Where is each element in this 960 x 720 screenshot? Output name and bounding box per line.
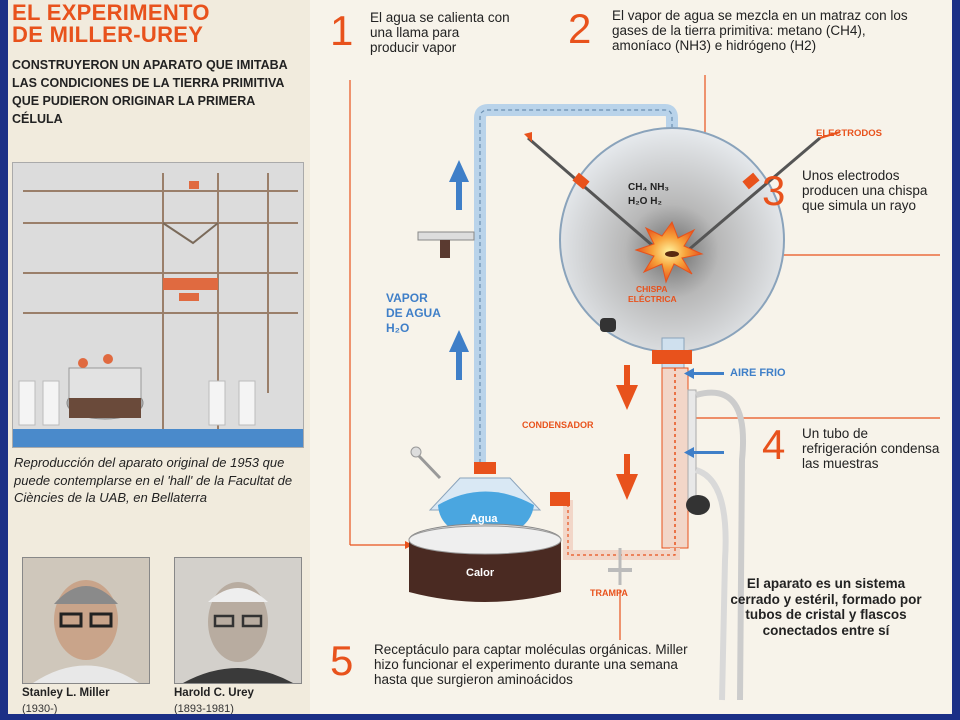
step-3-text: Unos electrodos producen una chispa que … (802, 168, 928, 213)
electric-spark (634, 220, 704, 284)
step-4-number: 4 (762, 421, 786, 468)
step-1-text: El agua se calienta con una llama para p… (370, 10, 510, 55)
label-electrodos: ELECTRODOS (816, 128, 882, 139)
label-chispa-line-1: CHISPA (636, 284, 668, 294)
infographic: EL EXPERIMENTO DE MILLER-UREY CONSTRUYER… (8, 0, 952, 714)
stopcock (417, 231, 475, 241)
step-2-number: 2 (568, 5, 592, 52)
label-gases-line-2: H₂O H₂ (628, 196, 662, 207)
step-5-text: Receptáculo para captar moléculas orgáni… (374, 642, 688, 687)
portrait-urey-drawing (175, 558, 301, 683)
label-agua: Agua (470, 513, 498, 525)
apparatus-photo (12, 162, 304, 448)
label-vapor-line-2: DE AGUA (386, 306, 441, 320)
step-2-text: El vapor de agua se mezcla en un matraz … (612, 8, 908, 53)
label-vapor-line-3: H₂O (386, 321, 409, 335)
water-flask-valve (416, 453, 442, 480)
infographic-subtitle: CONSTRUYERON UN APARATO QUE IMITABA LAS … (12, 58, 288, 126)
photo-caption: Reproducción del aparato original de 195… (14, 455, 293, 505)
person-name-miller: Stanley L. Miller (22, 687, 110, 699)
left-column: EL EXPERIMENTO DE MILLER-UREY CONSTRUYER… (8, 0, 310, 714)
label-aire-frio: AIRE FRIO (730, 367, 786, 379)
label-gases-line-1: CH₄ NH₃ (628, 182, 669, 193)
title-line-2: DE MILLER-UREY (12, 22, 204, 47)
cooling-hose-inlet (695, 389, 746, 701)
title-line-1: EL EXPERIMENTO (12, 0, 210, 25)
cooling-hose-outlet (694, 467, 729, 701)
label-trampa: TRAMPA (590, 588, 628, 598)
apparatus-diagram: ELECTRODOS CH₄ NH₃ H₂O H₂ CHISPA ELÉCTRI… (349, 75, 940, 701)
infographic-title: EL EXPERIMENTO DE MILLER-UREY (12, 2, 302, 46)
person-name-urey: Harold C. Urey (174, 687, 254, 699)
step-5-number: 5 (330, 637, 354, 684)
portrait-urey (174, 557, 302, 684)
person-years-miller: (1930-) (22, 703, 58, 714)
apparatus-photo-drawing (13, 163, 303, 447)
step-3-number: 3 (762, 167, 786, 214)
step-1-number: 1 (330, 7, 354, 54)
portrait-miller-drawing (23, 558, 149, 683)
vapor-tube (474, 104, 678, 470)
heater (409, 540, 561, 602)
label-chispa-line-2: ELÉCTRICA (628, 294, 677, 304)
trap-tube (563, 500, 680, 560)
electrode-left (527, 136, 661, 254)
label-calor: Calor (466, 567, 495, 579)
step-4-text: Un tubo de refrigeración condensa las mu… (802, 426, 940, 471)
electrode-right (685, 136, 821, 254)
label-vapor-line-1: VAPOR (386, 291, 428, 305)
apparatus-note: El aparato es un sistema cerrado y estér… (730, 576, 922, 638)
portrait-miller (22, 557, 150, 684)
label-condensador: CONDENSADOR (522, 420, 594, 430)
person-years-urey: (1893-1981) (174, 703, 234, 714)
